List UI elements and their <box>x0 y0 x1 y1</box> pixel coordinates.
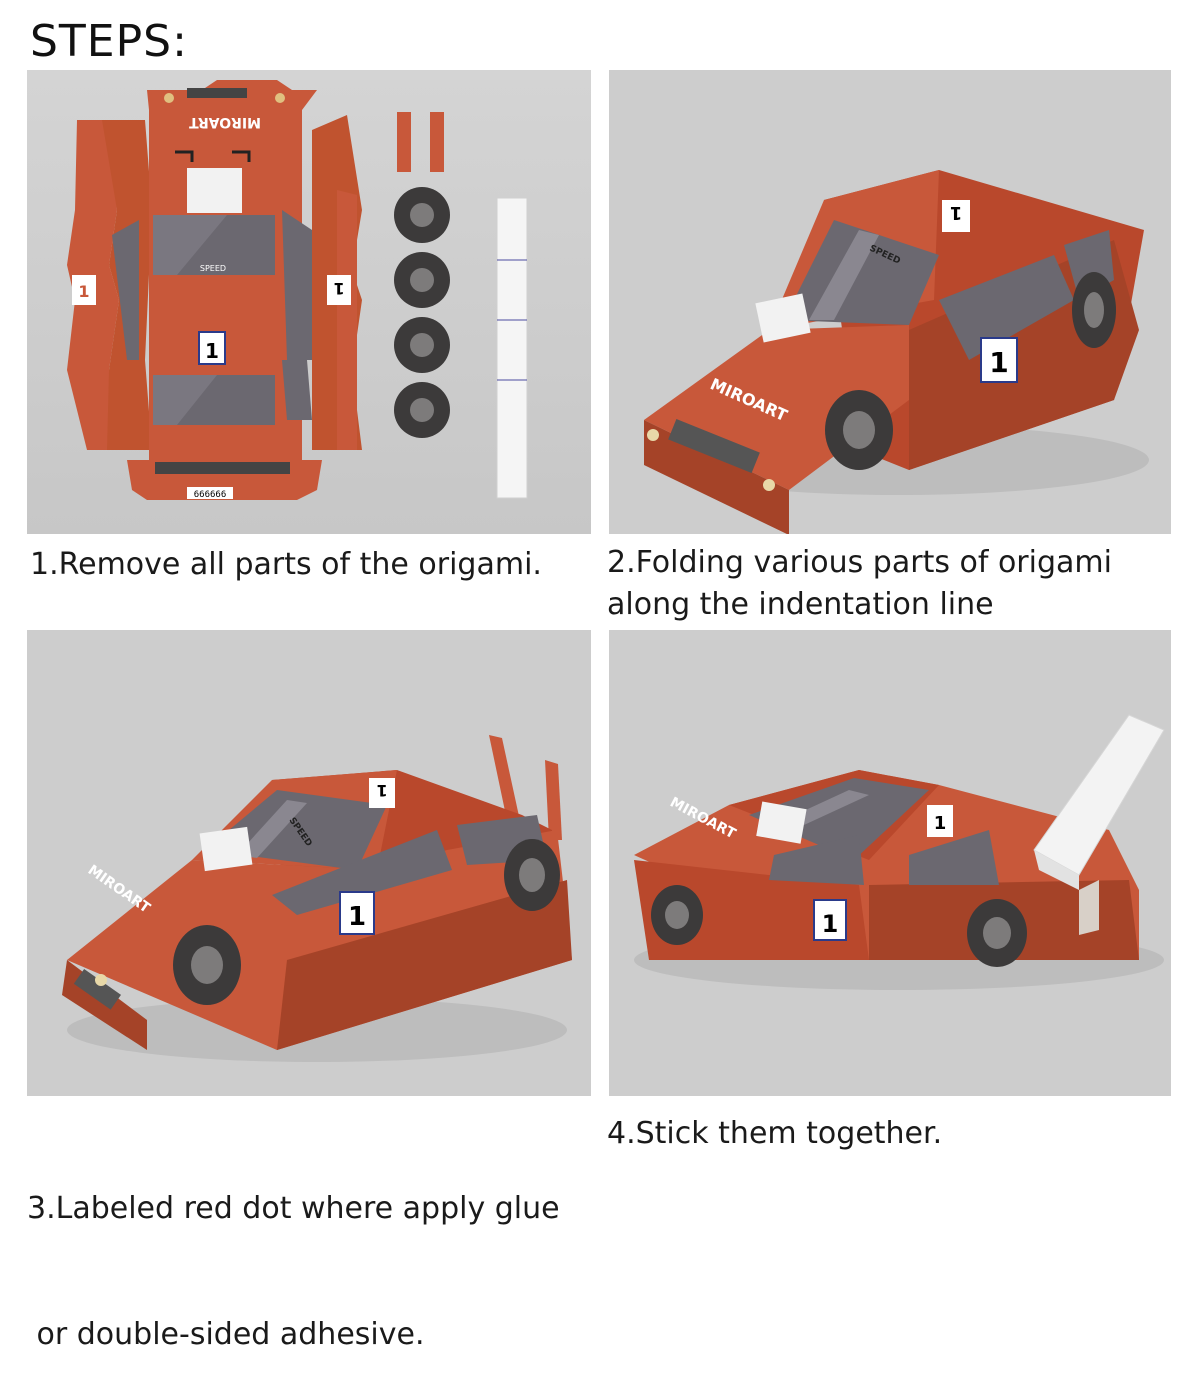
step-4-image: MIROART 1 1 <box>609 630 1171 1096</box>
template-left-side: 1 <box>67 120 152 450</box>
car-wheels <box>173 839 560 1005</box>
svg-text:1: 1 <box>205 339 219 363</box>
svg-text:666666: 666666 <box>194 490 227 500</box>
svg-text:1: 1 <box>78 282 89 301</box>
car-body: MIROART 1 1 SPEED <box>62 770 572 1050</box>
svg-text:1: 1 <box>822 910 839 938</box>
page-title: STEPS: <box>30 16 188 67</box>
raised-glue-tabs <box>489 735 562 840</box>
white-adhesive-strip <box>1033 714 1165 890</box>
adhesive-strip <box>496 197 528 499</box>
template-right-side: 1 <box>282 115 362 450</box>
svg-text:1: 1 <box>333 279 344 298</box>
svg-text:1: 1 <box>989 346 1008 379</box>
svg-text:1: 1 <box>934 813 947 834</box>
step-1-image: 1 MIROART SPEED 1 666666 <box>27 70 591 534</box>
svg-text:1: 1 <box>376 781 387 800</box>
step-2-image: MIROART 1 1 SPEED <box>609 70 1171 534</box>
step-3-image: MIROART 1 1 SPEED <box>27 630 591 1096</box>
step-3-caption: 3.Labeled red dot where apply glue or do… <box>27 1191 560 1352</box>
step-1-caption: 1.Remove all parts of the origami. <box>30 547 542 582</box>
car-wheels <box>825 272 1116 470</box>
step-2-caption: 2.Folding various parts of origami along… <box>607 545 1112 622</box>
template-wheels <box>394 187 450 438</box>
svg-text:MIROART: MIROART <box>189 114 261 130</box>
glue-tabs <box>397 112 444 172</box>
car-wheels <box>651 885 1027 967</box>
template-center-body: MIROART SPEED 1 666666 <box>127 80 322 500</box>
svg-text:1: 1 <box>950 202 963 223</box>
svg-text:SPEED: SPEED <box>200 264 226 273</box>
step-4-caption: 4.Stick them together. <box>607 1116 943 1151</box>
svg-text:1: 1 <box>348 902 366 932</box>
